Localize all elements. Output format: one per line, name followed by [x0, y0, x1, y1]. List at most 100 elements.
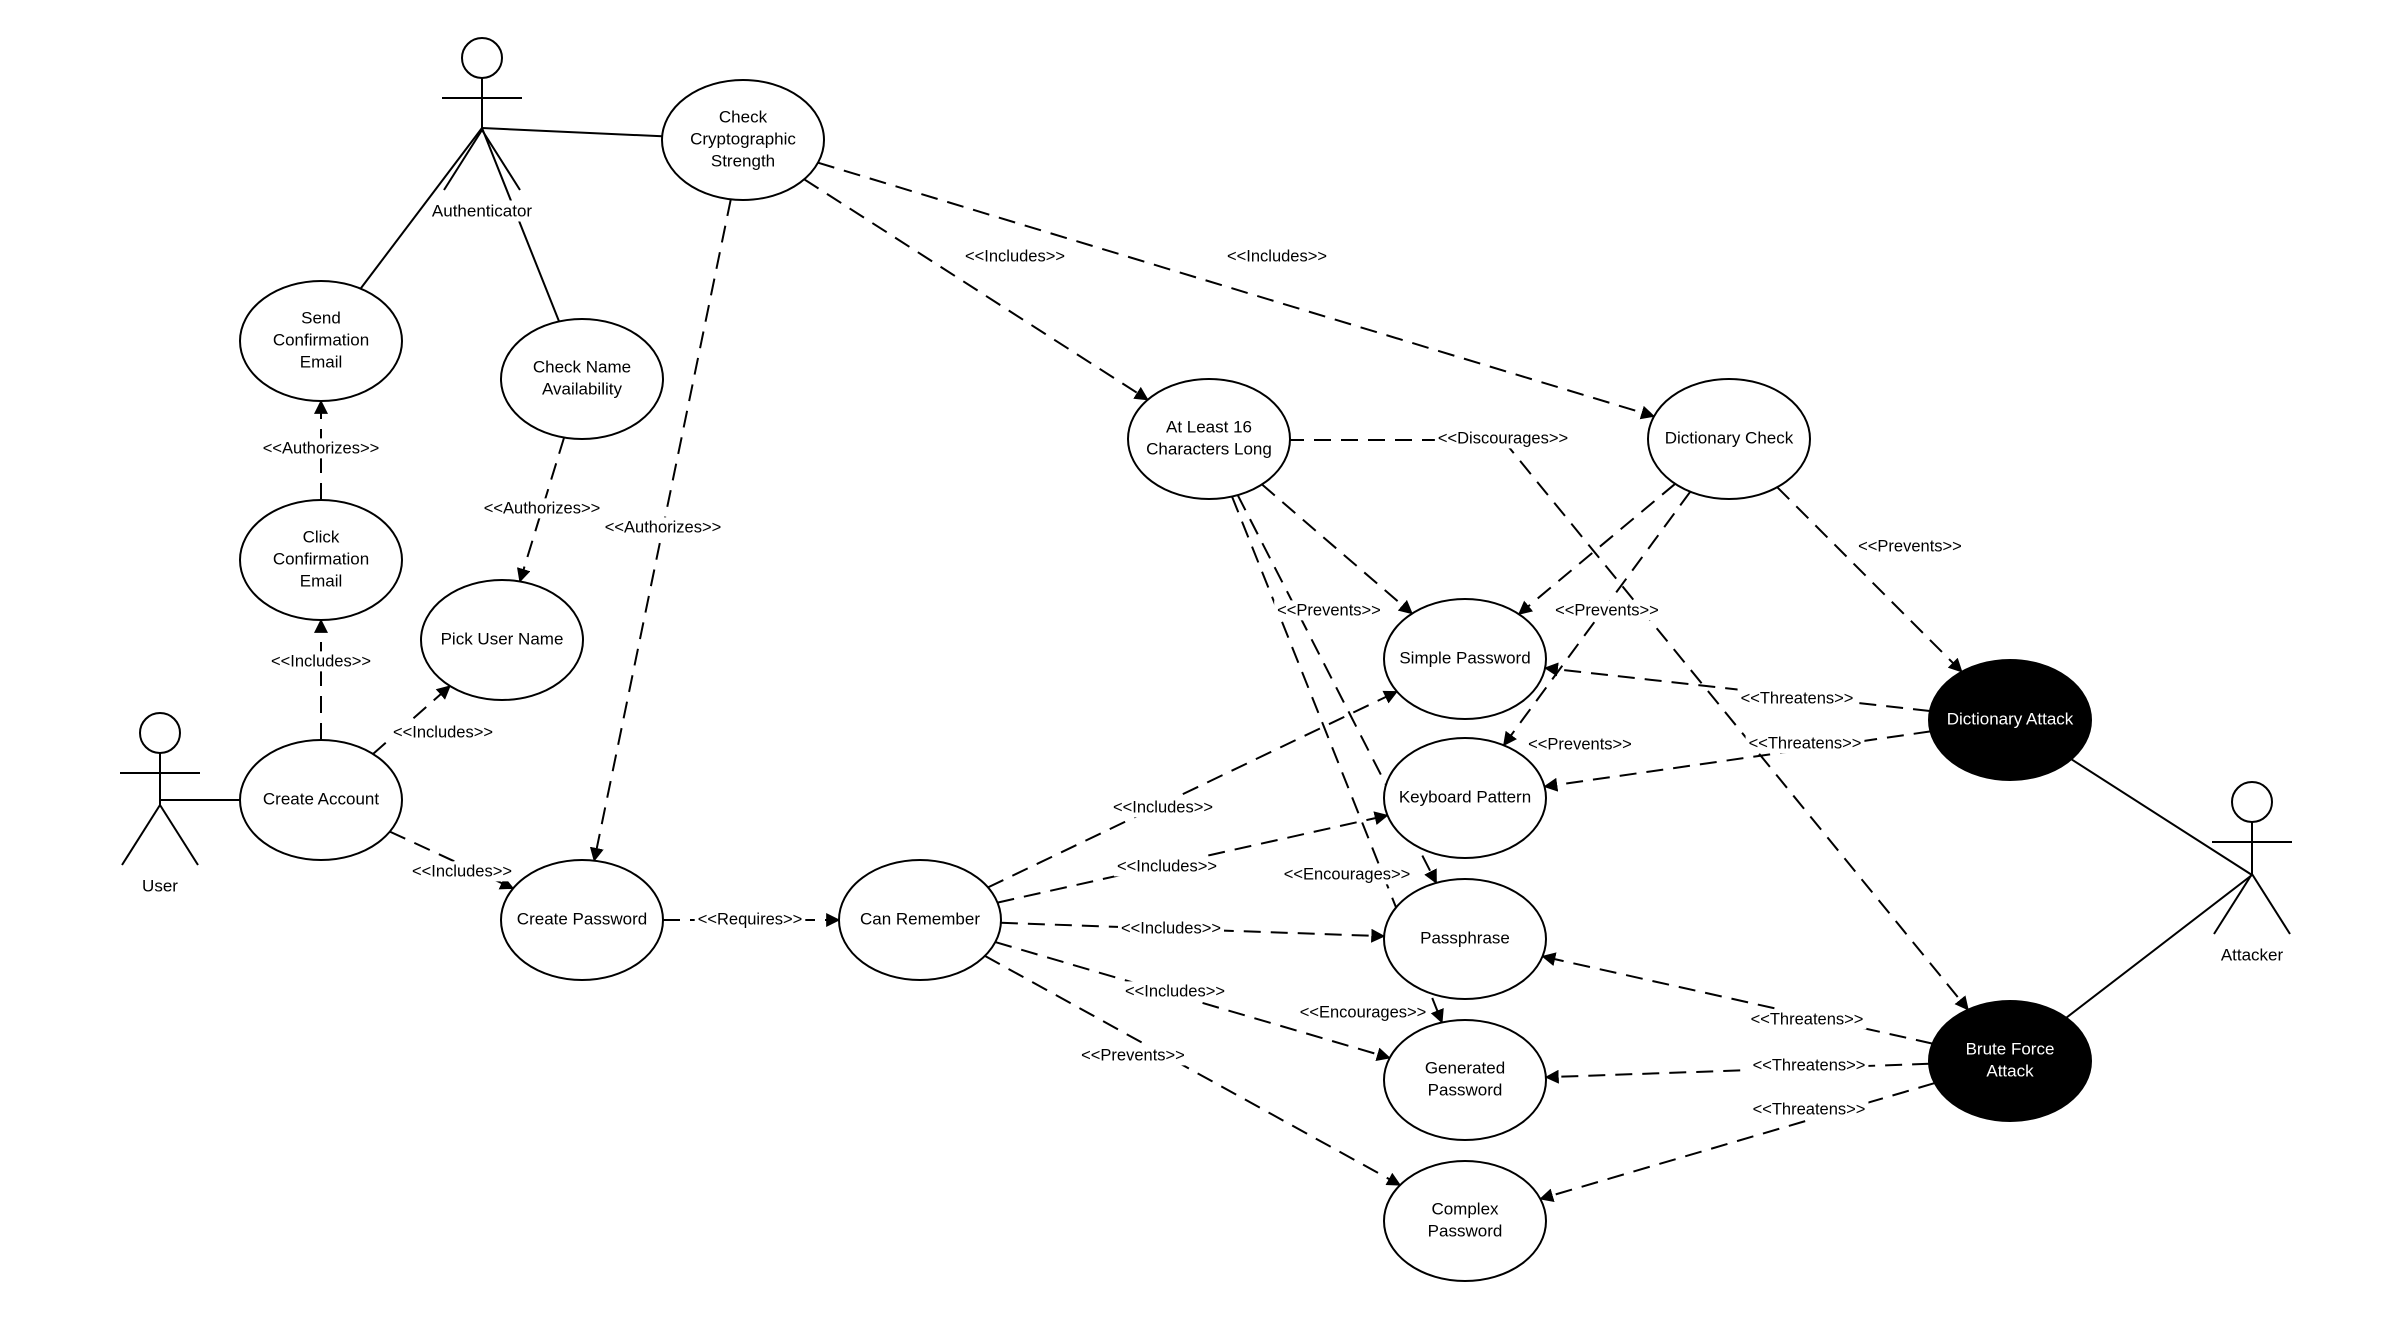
use-case-ellipse	[239, 499, 403, 621]
edge-label-can-remember-to-passphrase: <<Includes>>	[1118, 918, 1224, 939]
edge-label-background	[1552, 600, 1662, 621]
edge-label-background	[1737, 688, 1857, 709]
edge-label-text: <<Prevents>>	[1858, 537, 1962, 555]
edge-label-background	[480, 498, 604, 519]
edge-label-text: <<Discourages>>	[1438, 429, 1568, 447]
edge-label-text: <<Threatens>>	[1749, 734, 1862, 752]
edge-label-background	[1855, 536, 1965, 557]
edge-label-background	[1749, 1099, 1869, 1120]
edge-label-can-remember-to-simple-password: <<Includes>>	[1110, 797, 1216, 818]
use-case-label: Passphrase	[1420, 928, 1510, 947]
edge-label-dictionary-attack-to-keyboard-pattern: <<Threatens>>	[1745, 733, 1865, 754]
edge-label-can-remember-to-complex-password: <<Prevents>>	[1078, 1045, 1188, 1066]
use-case-keyboard-pattern[interactable]: Keyboard Pattern	[1383, 737, 1547, 859]
use-case-ellipse	[239, 739, 403, 861]
edge-label-background	[1122, 981, 1228, 1002]
use-case-label: Complex	[1431, 1199, 1499, 1218]
edge-label-background	[1224, 246, 1330, 267]
edge-label-check-crypto-to-create-password: <<Authorizes>>	[601, 517, 725, 538]
use-case-simple-password[interactable]: Simple Password	[1383, 598, 1547, 720]
edge-label-text: <<Includes>>	[1113, 798, 1213, 816]
edge-label-background	[409, 861, 515, 882]
edge-label-background	[1434, 428, 1572, 449]
actor-label: User	[142, 876, 178, 895]
edge-label-text: <<Threatens>>	[1751, 1010, 1864, 1028]
edge-label-text: <<Authorizes>>	[263, 439, 380, 457]
use-case-ellipse	[661, 79, 825, 201]
edge-label-text: <<Includes>>	[412, 862, 512, 880]
use-case-pick-name[interactable]: Pick User Name	[420, 579, 584, 701]
use-case-label: Create Account	[263, 789, 380, 808]
use-case-ellipse	[1928, 1000, 2092, 1122]
edge-create-account-to-pick-name	[372, 685, 451, 755]
edge-label-create-account-to-create-password: <<Includes>>	[409, 861, 515, 882]
edge-at-least-16-to-simple-password	[1261, 483, 1413, 615]
use-case-ellipse	[500, 318, 664, 440]
edge-authenticator-to-send-email	[359, 127, 483, 290]
actor-right-leg	[2251, 873, 2291, 935]
use-case-label: Click	[303, 527, 340, 546]
edge-label-text: <<Includes>>	[965, 247, 1065, 265]
use-case-label: At Least 16	[1166, 417, 1252, 436]
use-case-label: Confirmation	[273, 549, 369, 568]
edge-label-check-crypto-to-at-least-16: <<Includes>>	[962, 246, 1068, 267]
edge-label-background	[694, 909, 806, 930]
edge-label-text: <<Includes>>	[393, 723, 493, 741]
use-case-create-password[interactable]: Create Password	[500, 859, 664, 981]
edge-label-background	[962, 246, 1068, 267]
edge-labels-layer: <<Authorizes>> <<Includes>> <<Authorizes>>…	[259, 246, 1965, 1120]
edge-label-background	[1749, 1055, 1869, 1076]
actor-head	[2231, 781, 2273, 823]
use-case-label: Availability	[542, 379, 623, 398]
use-case-create-account[interactable]: Create Account	[239, 739, 403, 861]
edge-label-dictionary-check-to-dictionary-attack: <<Prevents>>	[1855, 536, 1965, 557]
use-case-ellipse	[838, 859, 1002, 981]
edge-label-text: <<Encourages>>	[1284, 865, 1411, 883]
use-case-dictionary-attack[interactable]: Dictionary Attack	[1928, 659, 2092, 781]
edge-check-crypto-to-dictionary-check	[817, 161, 1656, 420]
edge-label-text: <<Requires>>	[698, 910, 803, 928]
use-case-label: Email	[300, 571, 343, 590]
actor-attacker[interactable]: Attacker	[2212, 781, 2292, 964]
use-case-label: Dictionary Check	[1665, 428, 1794, 447]
edge-label-background	[268, 651, 374, 672]
use-case-dictionary-check[interactable]: Dictionary Check	[1647, 378, 1811, 500]
edge-label-background	[1745, 733, 1865, 754]
edge-label-create-password-to-can-remember: <<Requires>>	[694, 909, 806, 930]
use-case-ellipse	[500, 859, 664, 981]
actor-user[interactable]: User	[120, 712, 200, 895]
edge-label-text: <<Threatens>>	[1741, 689, 1854, 707]
edge-label-background	[1747, 1009, 1867, 1030]
edge-label-text: <<Includes>>	[1121, 919, 1221, 937]
edge-label-text: <<Threatens>>	[1753, 1100, 1866, 1118]
edge-label-dictionary-check-to-simple-password: <<Prevents>>	[1552, 600, 1662, 621]
edge-label-text: <<Prevents>>	[1555, 601, 1659, 619]
use-case-ellipse	[1383, 737, 1547, 859]
use-case-can-remember[interactable]: Can Remember	[838, 859, 1002, 981]
use-case-passphrase[interactable]: Passphrase	[1383, 878, 1547, 1000]
use-case-label: Cryptographic	[690, 129, 796, 148]
edge-label-text: <<Includes>>	[271, 652, 371, 670]
use-case-label: Simple Password	[1399, 648, 1530, 667]
edge-label-background	[601, 517, 725, 538]
use-case-ellipse	[1647, 378, 1811, 500]
use-case-label: Send	[301, 308, 341, 327]
use-case-label: Brute Force	[1966, 1039, 2055, 1058]
edge-label-click-email-to-send-email: <<Authorizes>>	[259, 438, 383, 459]
actor-head	[139, 712, 181, 754]
edge-attacker-to-dictionary-attack	[2070, 758, 2253, 876]
edge-check-crypto-to-at-least-16	[803, 178, 1149, 401]
edge-label-text: <<Prevents>>	[1277, 601, 1381, 619]
edge-dictionary-attack-to-simple-password	[1543, 662, 1931, 712]
actor-authenticator[interactable]: Authenticator	[428, 37, 536, 222]
edge-label-can-remember-to-keyboard-pattern: <<Includes>>	[1114, 856, 1220, 877]
use-case-label: Can Remember	[860, 909, 980, 928]
